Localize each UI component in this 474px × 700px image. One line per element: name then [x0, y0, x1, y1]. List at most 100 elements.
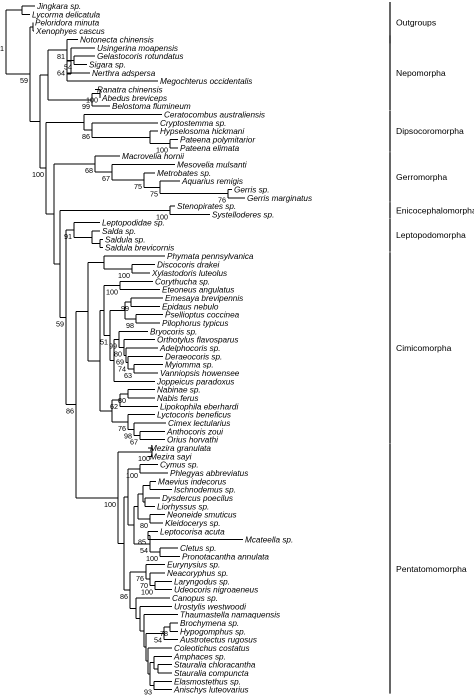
- taxon-label: Amphaces sp.: [173, 652, 226, 661]
- taxon-label: Anischys luteovarius: [173, 686, 249, 695]
- support-value: 100: [106, 288, 118, 297]
- support-value: 67: [102, 174, 110, 183]
- support-value: 100: [138, 454, 150, 463]
- taxon-label: Psellioptus coccinea: [165, 311, 240, 320]
- support-value: 75: [134, 182, 142, 191]
- taxon-label: Ischnodemus sp.: [174, 486, 236, 495]
- taxon-label: Brochymena sp.: [180, 619, 239, 628]
- taxon-label: Orius horvathi: [167, 436, 218, 445]
- taxon-label: Jingkara sp.: [36, 2, 81, 11]
- support-value: 69: [116, 357, 124, 366]
- support-value: 59: [56, 319, 64, 328]
- taxon-label: Austrotectus rugosus: [179, 636, 257, 645]
- tree-branches: [5, 5, 245, 691]
- taxon-label: Adelphocoris sp.: [159, 344, 221, 353]
- support-value: 80: [118, 396, 126, 405]
- taxon-label: Cryptostemma sp.: [160, 119, 226, 128]
- taxon-label: Phlegyas abbreviatus: [170, 469, 248, 478]
- taxon-label: Elasmostethus sp.: [174, 677, 241, 686]
- support-value: 100: [141, 587, 153, 596]
- taxon-label: Pateena elimata: [180, 144, 240, 153]
- taxon-label: Sigara sp.: [89, 61, 126, 70]
- support-value: 78: [160, 629, 168, 638]
- taxon-label: Mcateella sp.: [245, 536, 293, 545]
- support-value: 86: [120, 592, 128, 601]
- taxon-label: Stenopirates sp.: [177, 202, 236, 211]
- support-value: 54: [140, 546, 148, 555]
- support-value: 100: [146, 554, 158, 563]
- support-value: 86: [66, 407, 74, 416]
- support-value: 63: [124, 371, 132, 380]
- support-value: 54: [154, 635, 162, 644]
- taxon-label: Joppeicus paradoxus: [156, 377, 234, 386]
- taxon-label: Usingerina moapensis: [97, 44, 178, 53]
- taxon-label: Nabis ferus: [157, 394, 198, 403]
- taxon-label: Lyctocoris beneficus: [157, 411, 231, 420]
- taxon-label: Emesaya brevipennis: [165, 294, 243, 303]
- support-value: 91: [0, 44, 4, 53]
- support-value: 98: [126, 321, 134, 330]
- taxon-label: Cimex lectularius: [168, 419, 230, 428]
- support-value: 64: [57, 69, 65, 78]
- taxon-label: Hypogomphus sp.: [180, 627, 246, 636]
- taxon-label: Nabinae sp.: [157, 386, 201, 395]
- clade-label: Gerromorpha: [396, 172, 447, 182]
- taxon-label: Stauralia compuncta: [174, 669, 249, 678]
- taxon-label: Epidaus nebulo: [162, 302, 219, 311]
- taxon-label: Lycorma delicatula: [32, 10, 101, 19]
- clade-label: Outgroups: [396, 18, 436, 28]
- taxon-label: Orthotylus flavosparus: [157, 336, 238, 345]
- taxon-label: Neoneide smuticus: [167, 511, 237, 520]
- support-value: 98: [124, 431, 132, 440]
- taxon-label: Gerris sp.: [234, 185, 270, 194]
- support-value: 100: [118, 271, 130, 280]
- support-value: 99: [82, 102, 90, 111]
- support-value: 74: [118, 365, 126, 374]
- taxon-label: Udeocoris nigroaeneus: [174, 586, 258, 595]
- taxon-label: Systelloderes sp.: [212, 210, 274, 219]
- taxon-label: Deraeocoris sp.: [165, 352, 222, 361]
- taxon-label: Macrovelia hornii: [122, 152, 184, 161]
- taxon-label: Saldula brevicornis: [105, 244, 174, 253]
- taxon-label: Notonecta chinensis: [80, 35, 154, 44]
- taxon-label: Hypselosoma hickmani: [160, 127, 244, 136]
- support-value: 86: [82, 132, 90, 141]
- taxon-label: Liorhyssus sp.: [157, 502, 209, 511]
- taxon-labels: Jingkara sp.Lycorma delicatulaPeloridora…: [32, 2, 312, 695]
- taxon-label: Metrobates sp.: [157, 169, 211, 178]
- taxon-label: Salda sp.: [102, 227, 136, 236]
- taxon-label: Kleidocerys sp.: [165, 519, 221, 528]
- support-value: 68: [85, 166, 93, 175]
- support-value: 62: [110, 402, 118, 411]
- taxon-label: Urostylis westwoodi: [174, 602, 246, 611]
- taxon-label: Leptopodidae sp.: [102, 219, 165, 228]
- taxon-label: Dysdercus poecilus: [162, 494, 233, 503]
- taxon-label: Leptocorisa acuta: [160, 527, 225, 536]
- taxon-label: Neacoryphus sp.: [167, 569, 228, 578]
- support-value: 80: [114, 349, 122, 358]
- taxon-label: Eteoneus angulatus: [162, 286, 234, 295]
- taxon-label: Saldula sp.: [105, 235, 146, 244]
- taxon-label: Pilophorus typicus: [162, 319, 228, 328]
- taxon-label: Phymata pennsylvanica: [167, 252, 254, 261]
- support-values: 5464811009910086767575676810091100100999…: [0, 44, 226, 696]
- support-value: 93: [144, 687, 152, 696]
- taxon-label: Pronotacantha annulata: [182, 552, 269, 561]
- taxon-label: Maevius indecorus: [158, 477, 226, 486]
- clade-label: Enicocephalomorpha: [396, 205, 474, 215]
- support-value: 81: [57, 52, 65, 61]
- support-value: 100: [156, 212, 168, 221]
- taxon-label: Megochterus occidentalis: [160, 77, 252, 86]
- support-value: 75: [150, 189, 158, 198]
- taxon-label: Ceratocombus australiensis: [164, 111, 265, 120]
- taxon-label: Nerthra adspersa: [92, 69, 156, 78]
- taxon-label: Eurynysius sp.: [167, 561, 220, 570]
- clade-label: Leptopodomorpha: [396, 230, 466, 240]
- clade-label: Nepomorpha: [396, 68, 446, 78]
- support-value: 100: [156, 146, 168, 155]
- taxon-label: Ranatra chinensis: [97, 86, 163, 95]
- taxon-label: Gerris marginatus: [247, 194, 312, 203]
- taxon-label: Xylastodoris luteolus: [151, 269, 227, 278]
- support-value: 59: [20, 76, 28, 85]
